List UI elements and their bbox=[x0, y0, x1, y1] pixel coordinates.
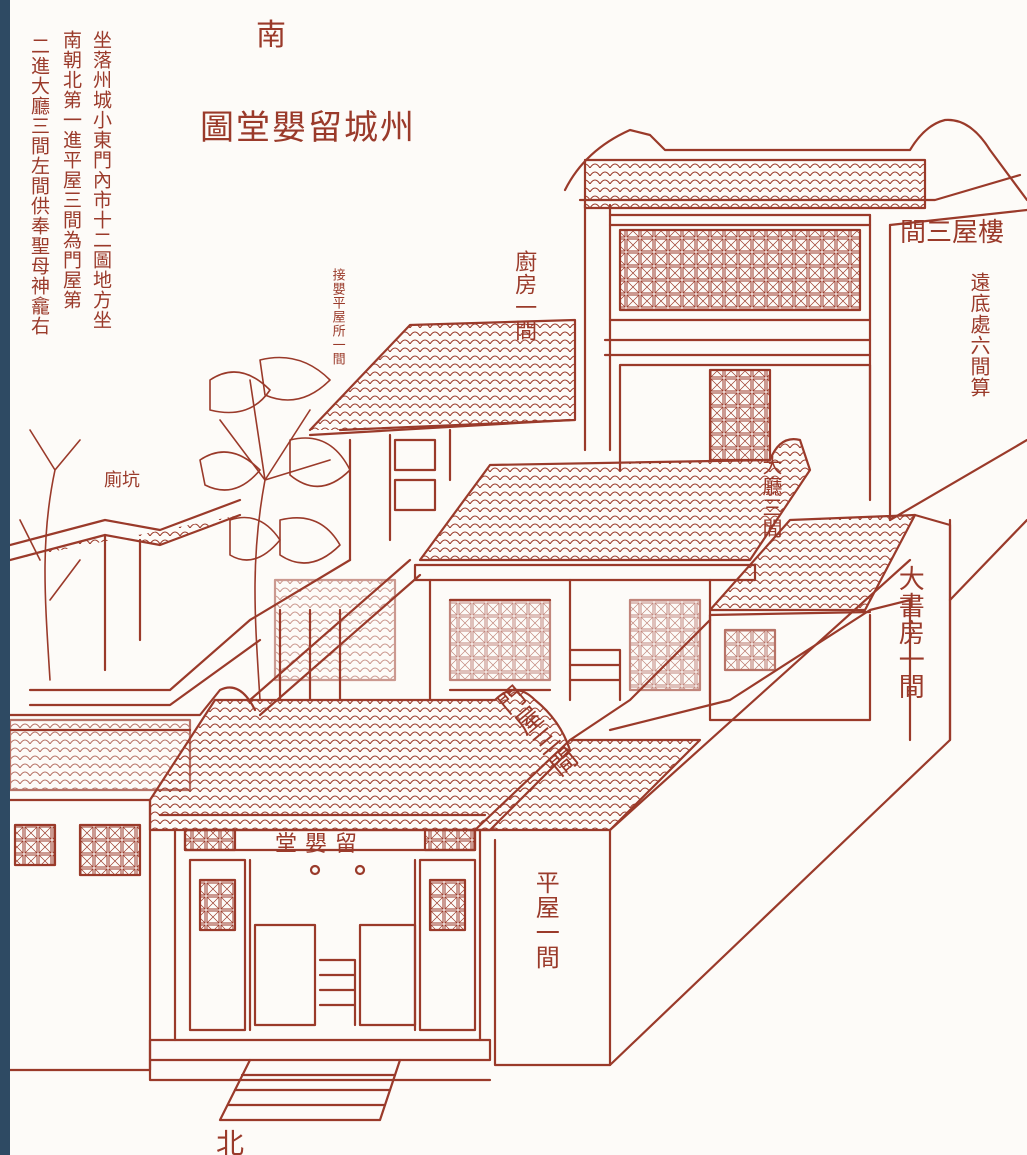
tree bbox=[19, 356, 351, 701]
flat-house-building bbox=[473, 518, 952, 1067]
rear-tower-building bbox=[563, 118, 1027, 602]
left-courtyard-walls bbox=[10, 498, 397, 707]
label-ping-wu-small: 接嬰平屋所一間 bbox=[329, 268, 345, 366]
gate-plaque: 堂嬰留 bbox=[275, 832, 366, 857]
description-column-3: 二進大廳三間左間供奉聖母神龕右 bbox=[27, 36, 50, 336]
left-long-wall bbox=[10, 686, 257, 1072]
main-hall-building bbox=[413, 438, 812, 702]
woodblock-illustration: 南 北 州城留嬰堂圖 坐落州城小東門內市十二圖地方坐 南朝北第一進平屋三間為門屋… bbox=[10, 0, 1027, 1155]
label-da-ting: 大廳三間 bbox=[759, 455, 783, 539]
gatehouse-building bbox=[148, 688, 572, 1122]
building-line-drawing bbox=[10, 118, 1027, 1122]
page-title: 州城留嬰堂圖 bbox=[200, 108, 416, 148]
compass-south: 南 bbox=[256, 18, 286, 53]
description-column-1: 坐落州城小東門內市十二圖地方坐 bbox=[89, 30, 112, 330]
label-lou-wu: 樓屋三間 bbox=[900, 218, 1005, 248]
compass-north: 北 bbox=[216, 1127, 245, 1155]
label-da-shu-fang: 大書房一間 bbox=[894, 565, 925, 700]
study-building bbox=[608, 513, 952, 742]
label-di-hua: 遠底處六間算 bbox=[967, 272, 991, 398]
description-column-2: 南朝北第一進平屋三間為門屋第 bbox=[59, 30, 82, 310]
courtyard-walls bbox=[248, 558, 712, 742]
kitchen-building bbox=[308, 318, 577, 562]
label-ping-wu: 平屋一間 bbox=[531, 870, 560, 970]
label-ce-keng: 坑廁 bbox=[104, 470, 140, 491]
label-chu-fang: 廚房一間 bbox=[511, 250, 537, 342]
